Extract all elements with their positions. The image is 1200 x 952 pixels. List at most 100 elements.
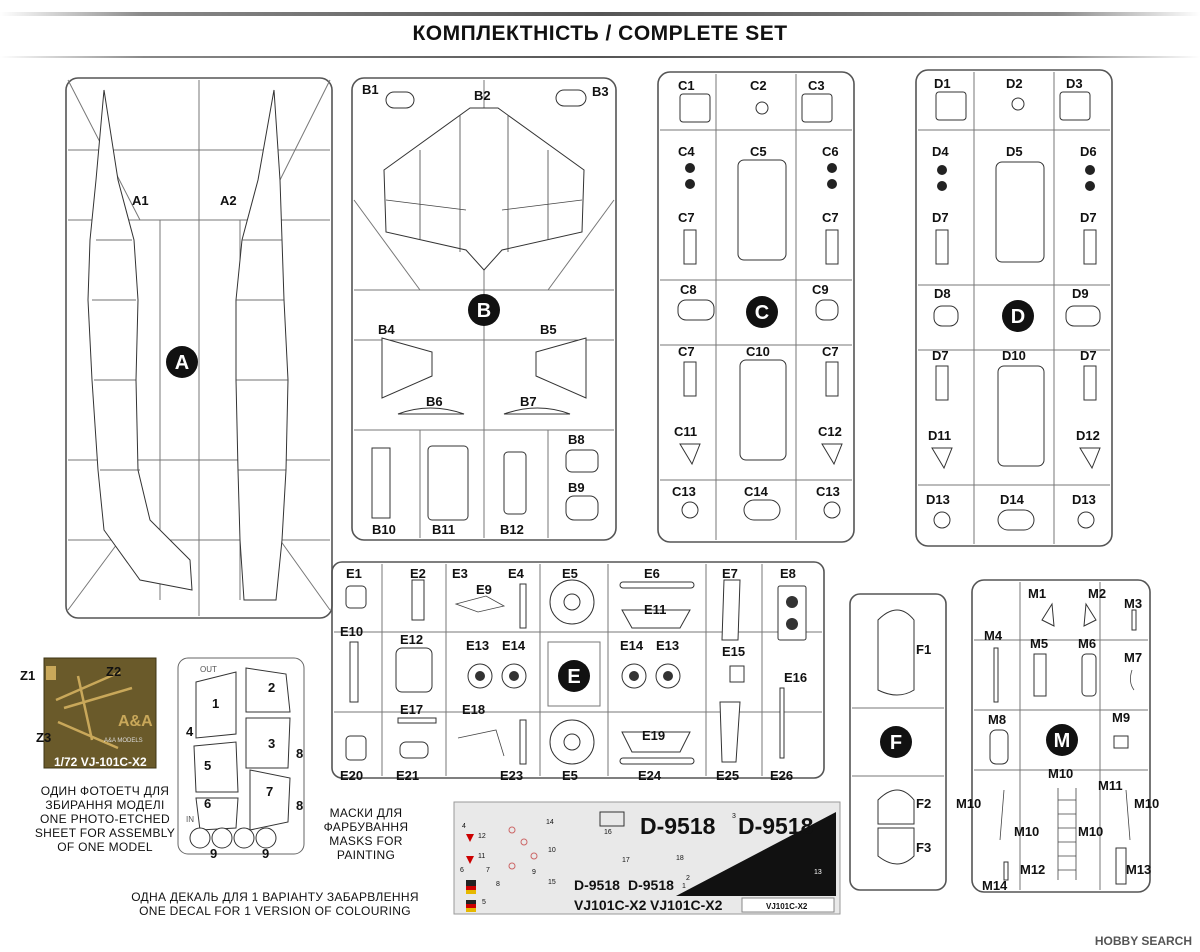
label-e9: E9 — [476, 582, 492, 597]
label-e6: E6 — [644, 566, 660, 581]
sprue-e-badge — [558, 660, 590, 692]
label-d6: D6 — [1080, 144, 1097, 159]
part-m4 — [993, 647, 999, 703]
decal-small-markings — [466, 811, 625, 912]
label-d13-2: D13 — [1072, 492, 1096, 507]
part-m7 — [1130, 669, 1135, 691]
part-e25 — [719, 701, 741, 763]
label-b8: B8 — [568, 432, 585, 447]
sprue-a-frame — [65, 77, 333, 619]
part-e10 — [349, 641, 359, 703]
sprue-e: E E1 E2 E3 E4 E5 E6 E7 E8 E9 E10 E11 E12… — [331, 561, 825, 783]
mask-num-5: 5 — [204, 758, 211, 773]
part-d8 — [933, 305, 959, 327]
label-c11: C11 — [674, 424, 697, 439]
label-c9: C9 — [812, 282, 829, 297]
label-c7-1: C7 — [678, 210, 695, 225]
sprue-b-frame — [351, 77, 617, 541]
label-m3: M3 — [1124, 596, 1142, 611]
decal-num-7: 7 — [486, 867, 490, 874]
label-a2: A2 — [220, 193, 237, 208]
sprue-c-frame — [657, 71, 855, 543]
sprue-c-badge-letter: C — [755, 302, 769, 324]
part-b12 — [503, 451, 527, 515]
label-b6: B6 — [426, 394, 443, 409]
label-c14: C14 — [744, 484, 769, 499]
photoetch-sheet: A&A A&A MODELS 1/72 VJ-101C-X2 Z1 Z2 Z3 — [20, 657, 157, 769]
label-m7: M7 — [1124, 650, 1142, 665]
mask-6 — [195, 797, 239, 831]
part-m10-rods — [999, 789, 1131, 841]
label-f1: F1 — [916, 642, 931, 657]
part-e11 — [621, 609, 691, 629]
part-b4 — [381, 337, 433, 399]
part-e16 — [779, 687, 785, 759]
part-d5 — [995, 161, 1045, 263]
label-e14-2: E14 — [620, 638, 644, 653]
label-e12: E12 — [400, 632, 423, 647]
masks-caption: МАСКИ ДЛЯ ФАРБУВАННЯ MASKS FOR PAINTING — [306, 806, 426, 862]
decal-sheet: D-9518 D-9518 D-9518 D-9518 VJ101C-X2 VJ… — [453, 801, 841, 915]
top-rule — [0, 12, 1200, 16]
part-a1-fuselage — [87, 89, 193, 591]
part-c4 — [685, 163, 695, 189]
part-c2 — [755, 101, 769, 115]
sprue-f-frame — [849, 593, 947, 891]
decal-num-9: 9 — [532, 869, 536, 876]
decal-num-11: 11 — [478, 853, 485, 860]
part-c7c — [683, 361, 697, 397]
label-d9: D9 — [1072, 286, 1089, 301]
part-m9 — [1113, 735, 1129, 749]
label-c5: C5 — [750, 144, 767, 159]
label-d10: D10 — [1002, 348, 1026, 363]
label-e19: E19 — [642, 728, 665, 743]
decal-reg-small-1: D-9518 — [574, 877, 620, 893]
label-c7-2: C7 — [822, 210, 839, 225]
sprue-b-badge-letter: B — [477, 300, 491, 322]
sprue-m-badge-letter: M — [1054, 730, 1071, 752]
part-b3 — [555, 89, 587, 107]
label-e4: E4 — [508, 566, 525, 581]
part-f2 — [877, 789, 915, 825]
decal-num-13: 13 — [814, 869, 822, 876]
part-b1 — [385, 91, 415, 109]
label-c8: C8 — [680, 282, 697, 297]
mask-num-1: 1 — [212, 696, 219, 711]
photoetch-plate — [43, 657, 157, 769]
label-c2: C2 — [750, 78, 767, 93]
part-d11 — [931, 447, 953, 470]
sprue-m-frame — [971, 579, 1151, 893]
label-m5: M5 — [1030, 636, 1048, 651]
label-m12: M12 — [1020, 862, 1045, 877]
mask-7 — [249, 769, 291, 831]
part-d3 — [1059, 91, 1091, 121]
part-c14 — [743, 499, 781, 521]
part-e7 — [721, 579, 741, 641]
part-f3 — [877, 827, 915, 865]
part-b9 — [565, 495, 599, 521]
label-e23: E23 — [500, 768, 523, 783]
label-d13-1: D13 — [926, 492, 950, 507]
label-b3: B3 — [592, 84, 609, 99]
part-d7d — [1083, 365, 1097, 401]
decal-numbers: 1 2 3 4 5 6 7 8 9 10 11 12 13 14 15 16 1… — [460, 813, 822, 906]
masks-caption-en-1: MASKS FOR — [329, 834, 403, 848]
decal-reg-small-2: D-9518 — [628, 877, 674, 893]
sprue-c: C C1 C2 C3 C4 C5 C6 C7 C7 C8 C9 C7 C10 C… — [657, 71, 855, 543]
mask-num-2: 2 — [268, 680, 275, 695]
part-e8 — [777, 585, 807, 641]
sprue-b: B B1 B2 B3 B4 B5 B6 B7 B8 B9 B10 B11 B12 — [351, 77, 617, 541]
part-m5 — [1033, 653, 1047, 697]
mask-num-8a: 8 — [296, 746, 303, 761]
part-m2 — [1083, 602, 1097, 627]
part-e15 — [729, 665, 745, 683]
sprue-d: D D1 D2 D3 D4 D5 D6 D7 D7 D8 D9 D7 D10 D… — [915, 69, 1113, 547]
decal-num-1: 1 — [682, 883, 686, 890]
photoetch-caption-ua-2: ЗБИРАННЯ МОДЕЛІ — [45, 798, 165, 812]
part-e21 — [399, 741, 429, 759]
label-b2: B2 — [474, 88, 491, 103]
label-m6: M6 — [1078, 636, 1096, 651]
part-d4 — [937, 165, 947, 191]
photoetch-brand: A&A MODELS — [104, 738, 143, 744]
